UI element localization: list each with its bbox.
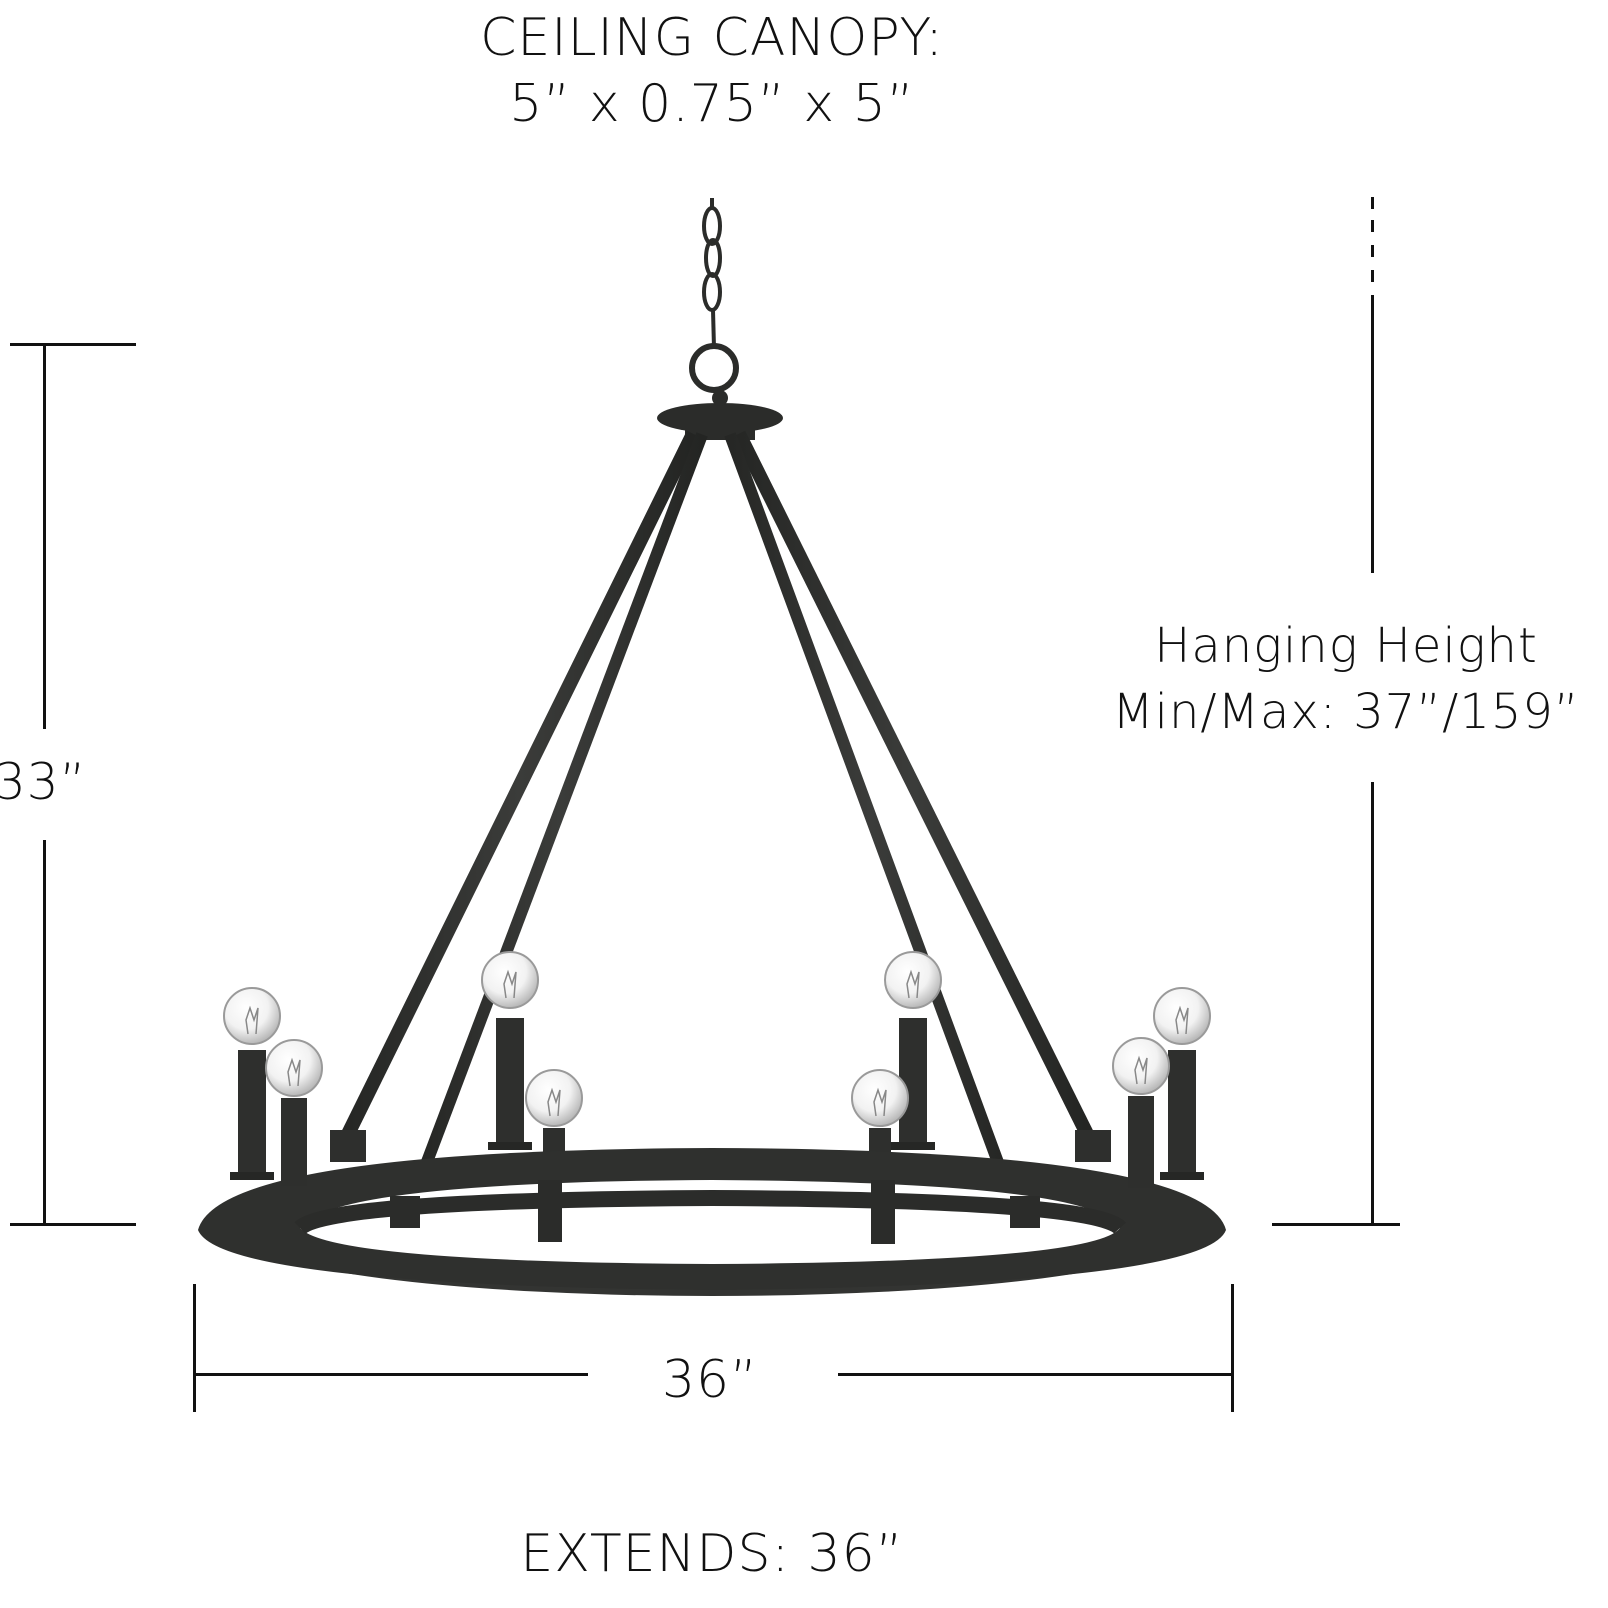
hanging-height-dimensions: Min/Max: 37”/159”: [1112, 684, 1580, 740]
dash: [1371, 270, 1374, 282]
height-line-lower: [43, 840, 46, 1225]
height-bottom-tick: [10, 1223, 136, 1226]
canopy-cap: [657, 390, 783, 440]
hanging-line-lower: [1371, 782, 1374, 1226]
width-right-tick: [1231, 1284, 1234, 1412]
dash: [1371, 197, 1374, 209]
hanging-height-title: Hanging Height: [1154, 618, 1538, 674]
front-candles: [223, 987, 1211, 1188]
wheel-ring: [198, 1148, 1226, 1290]
hanging-bottom-tick: [1272, 1223, 1400, 1226]
width-line-right: [838, 1373, 1234, 1376]
hanging-line-upper: [1371, 295, 1374, 573]
chain-icon: [689, 198, 739, 393]
dash: [1371, 245, 1374, 257]
ring-brackets: [390, 1180, 1040, 1244]
height-dimension-value: 33”: [0, 753, 87, 811]
canopy-dimensions: 5” x 0.75” x 5”: [509, 74, 915, 134]
width-line-left: [193, 1373, 588, 1376]
width-left-tick: [193, 1284, 196, 1412]
canopy-title: CEILING CANOPY:: [480, 8, 944, 68]
height-top-tick: [10, 343, 136, 346]
support-arms: [340, 430, 1095, 1203]
extends-label: EXTENDS: 36”: [520, 1524, 904, 1584]
height-line-upper: [43, 343, 46, 729]
width-dimension-value: 36”: [661, 1350, 759, 1410]
back-candles: [481, 951, 942, 1168]
dash: [1371, 220, 1374, 232]
